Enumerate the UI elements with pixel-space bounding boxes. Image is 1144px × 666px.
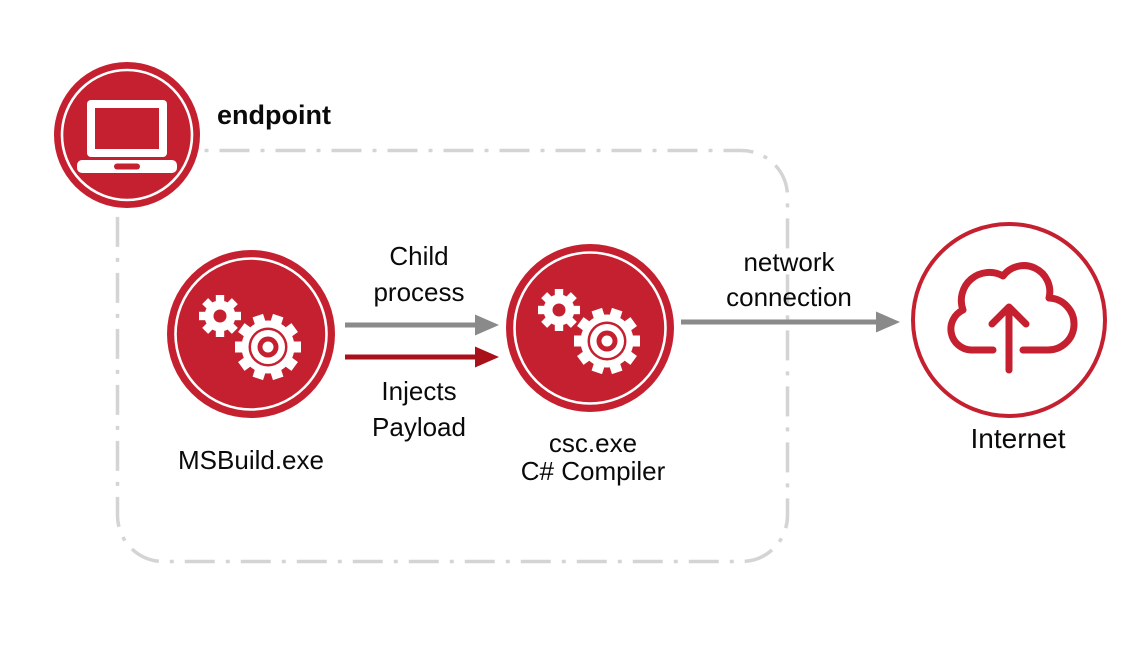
injects-payload-label: Injects Payload xyxy=(372,376,466,442)
child-process-label: Child process xyxy=(373,241,465,307)
csc-label: csc.exe C# Compiler xyxy=(493,429,693,485)
injects-payload-arrow xyxy=(345,346,499,368)
endpoint-boundary xyxy=(115,148,790,564)
network-connection-label: network connection xyxy=(726,247,852,312)
endpoint-label: endpoint xyxy=(217,100,331,130)
internet-node xyxy=(911,222,1107,418)
msbuild-node xyxy=(167,250,335,418)
csc-node xyxy=(506,244,674,412)
network-connection-arrow xyxy=(681,311,900,333)
cloud-upload-icon xyxy=(947,262,1078,374)
csc-label-line2: C# Compiler xyxy=(520,456,666,486)
laptop-icon xyxy=(77,100,177,173)
child-process-arrow xyxy=(345,314,499,336)
endpoint-node xyxy=(54,62,200,208)
csc-label-line1: csc.exe xyxy=(548,428,638,458)
msbuild-label: MSBuild.exe xyxy=(178,445,324,475)
internet-label: Internet xyxy=(970,423,1066,454)
